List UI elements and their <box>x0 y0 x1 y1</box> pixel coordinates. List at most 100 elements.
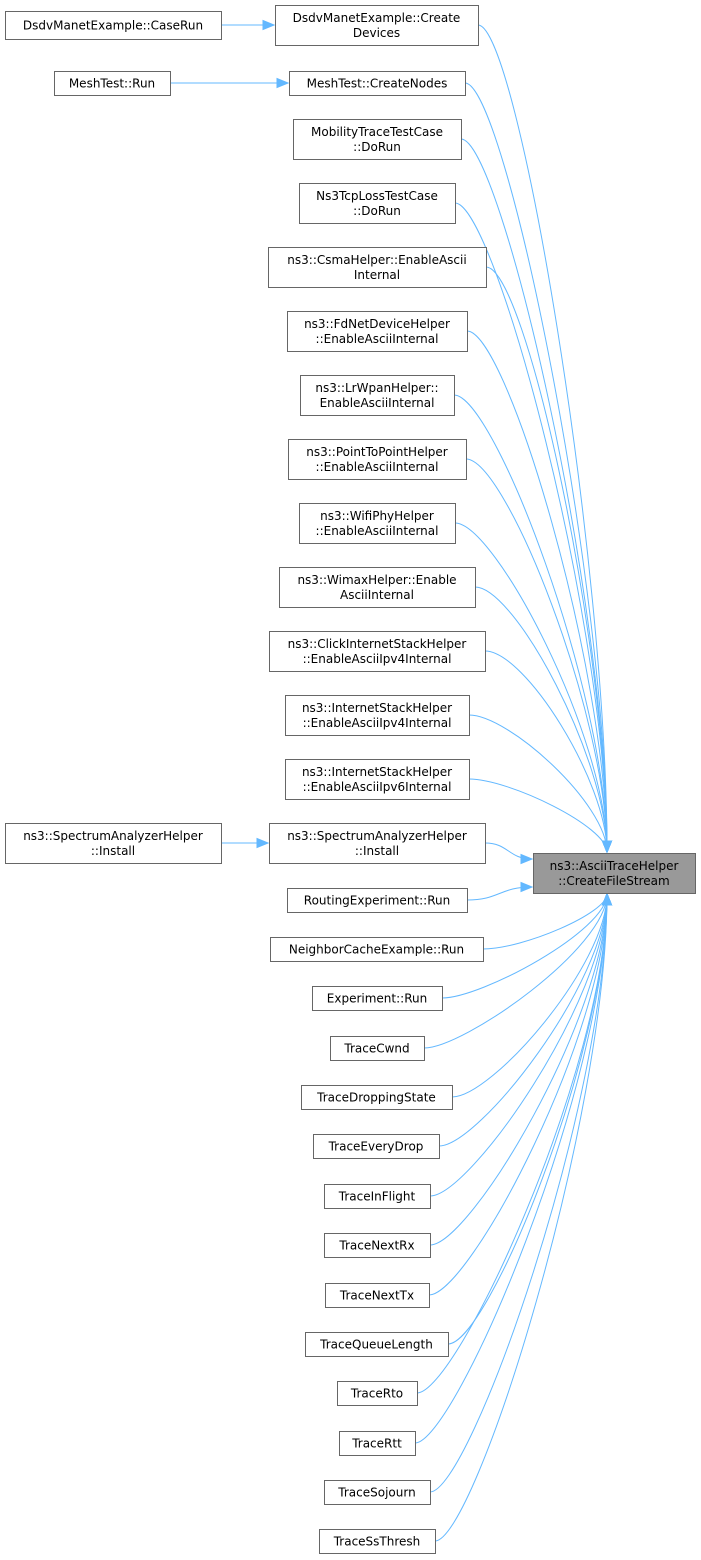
edges-layer <box>170 19 613 1542</box>
node-label-line: RoutingExperiment::Run <box>304 894 450 908</box>
node-label-line: Experiment::Run <box>327 992 427 1006</box>
edge-arrowhead <box>601 892 613 906</box>
node-box <box>269 631 486 672</box>
node-dsdvmanetexample-caserun[interactable]: DsdvManetExample::CaseRun <box>5 11 222 40</box>
node-tracequeuelength[interactable]: TraceQueueLength <box>305 1332 449 1357</box>
node-ns3-wimaxhelper-enableasciiinternal[interactable]: ns3::WimaxHelper::EnableAsciiInternal <box>279 567 476 608</box>
node-ns3tcplosstestcase-dorun[interactable]: Ns3TcpLossTestCase::DoRun <box>299 183 456 224</box>
edge-arrowhead <box>276 77 290 89</box>
node-label-line: Devices <box>353 26 400 40</box>
node-label-line: TraceInFlight <box>338 1190 416 1204</box>
node-box <box>285 759 470 800</box>
node-box <box>5 11 222 40</box>
node-tracerto[interactable]: TraceRto <box>337 1381 418 1406</box>
node-label-line: ns3::SpectrumAnalyzerHelper <box>287 829 467 843</box>
node-label-line: DsdvManetExample::CaseRun <box>23 19 203 33</box>
node-meshtest-createnodes[interactable]: MeshTest::CreateNodes <box>289 71 466 96</box>
node-label-line: TraceEveryDrop <box>328 1140 424 1154</box>
node-traceeverydrop[interactable]: TraceEveryDrop <box>313 1134 440 1159</box>
node-box <box>339 1431 416 1456</box>
edge-line <box>482 893 608 950</box>
node-tracenextrx[interactable]: TraceNextRx <box>324 1233 431 1258</box>
node-box <box>533 853 696 894</box>
node-traceinflight[interactable]: TraceInFlight <box>324 1184 431 1209</box>
node-ns3-pointtopointhelper-enableasciiinternal[interactable]: ns3::PointToPointHelper::EnableAsciiInte… <box>288 439 467 480</box>
edge-line <box>416 893 608 1394</box>
node-ns3-internetstackhelper-enableasciiipv4internal[interactable]: ns3::InternetStackHelper::EnableAsciiIpv… <box>285 695 470 736</box>
edge-line <box>477 24 608 853</box>
node-label-line: ns3::InternetStackHelper <box>302 765 452 779</box>
node-label-line: TraceSojourn <box>337 1486 415 1500</box>
edge-n26-to-target <box>414 892 613 1444</box>
node-ns3-wifiphyhelper-enableasciiinternal[interactable]: ns3::WifiPhyHelper::EnableAsciiInternal <box>299 503 456 544</box>
node-tracedroppingstate[interactable]: TraceDroppingState <box>301 1085 453 1110</box>
node-box <box>305 1332 449 1357</box>
node-ns3-internetstackhelper-enableasciiipv6internal[interactable]: ns3::InternetStackHelper::EnableAsciiIpv… <box>285 759 470 800</box>
node-box <box>293 119 462 160</box>
node-box <box>269 823 486 864</box>
node-ns3-asciitracehelper-createfilestream[interactable]: ns3::AsciiTraceHelper::CreateFileStream <box>533 853 696 894</box>
node-meshtest-run[interactable]: MeshTest::Run <box>54 71 171 96</box>
node-label-line: TraceNextRx <box>338 1239 414 1253</box>
edge-n12-to-target <box>468 714 613 854</box>
node-label-line: ::CreateFileStream <box>558 874 669 888</box>
node-label-line: TraceRtt <box>351 1437 402 1451</box>
node-label-line: ns3::WifiPhyHelper <box>320 509 434 523</box>
node-box <box>299 503 456 544</box>
edge-line <box>434 893 608 1542</box>
node-neighborcacheexample-run[interactable]: NeighborCacheExample::Run <box>270 937 484 962</box>
node-box <box>54 71 171 96</box>
edge-n9-to-target <box>454 522 613 854</box>
edge-line <box>451 893 608 1098</box>
node-box <box>289 71 466 96</box>
node-label-line: MobilityTraceTestCase <box>311 125 443 139</box>
node-tracecwnd[interactable]: TraceCwnd <box>330 1036 425 1061</box>
edge-line <box>414 893 608 1444</box>
node-box <box>275 5 479 46</box>
node-label-line: NeighborCacheExample::Run <box>289 943 464 957</box>
node-label-line: ns3::SpectrumAnalyzerHelper <box>23 829 203 843</box>
node-routingexperiment-run[interactable]: RoutingExperiment::Run <box>287 888 468 913</box>
edge-n2-to-target <box>464 82 613 854</box>
edge-n14-to-target <box>484 842 534 865</box>
node-label-line: AsciiInternal <box>340 588 414 602</box>
node-label-line: ns3::AsciiTraceHelper <box>550 859 679 873</box>
node-label-line: Ns3TcpLossTestCase <box>316 189 438 203</box>
node-label-line: ::EnableAsciiIpv4Internal <box>303 652 452 666</box>
edge-n28-to-target <box>434 892 613 1542</box>
edge-line <box>454 202 608 853</box>
edge-arrowhead <box>262 19 276 31</box>
node-tracertt[interactable]: TraceRtt <box>339 1431 416 1456</box>
edge-n15-to-target <box>466 881 534 901</box>
edge-n4-to-target <box>454 202 613 854</box>
node-label-line: ::Install <box>355 844 399 858</box>
node-box <box>312 986 443 1011</box>
node-box <box>324 1233 431 1258</box>
node-tracesojourn[interactable]: TraceSojourn <box>324 1480 431 1505</box>
node-ns3-lrwpanhelper-enableasciiinternal[interactable]: ns3::LrWpanHelper::EnableAsciiInternal <box>300 375 455 416</box>
node-tracessthresh[interactable]: TraceSsThresh <box>319 1529 436 1554</box>
node-ns3-fdnetdevicehelper-enableasciiinternal[interactable]: ns3::FdNetDeviceHelper::EnableAsciiInter… <box>287 311 468 352</box>
node-ns3-csmahelper-enableasciiinternal[interactable]: ns3::CsmaHelper::EnableAsciiInternal <box>268 247 487 288</box>
node-ns3-spectrumanalyzerhelper-install[interactable]: ns3::SpectrumAnalyzerHelper::Install <box>269 823 486 864</box>
node-label-line: ::EnableAsciiInternal <box>316 524 439 538</box>
node-label-line: ns3::WimaxHelper::Enable <box>297 573 456 587</box>
edge-line <box>465 458 608 853</box>
node-ns3-clickinternetstackhelper-enableasciiipv4internal[interactable]: ns3::ClickInternetStackHelper::EnableAsc… <box>269 631 486 672</box>
edge-n13-to-target <box>468 778 613 854</box>
node-label-line: ns3::InternetStackHelper <box>302 701 452 715</box>
edge-n25-to-target <box>416 892 613 1394</box>
edge-line <box>468 778 608 853</box>
edge-line <box>441 893 608 999</box>
node-label-line: TraceDroppingState <box>316 1091 436 1105</box>
node-experiment-run[interactable]: Experiment::Run <box>312 986 443 1011</box>
edge-line <box>485 266 608 853</box>
node-mobilitytracetestcase-dorun[interactable]: MobilityTraceTestCase::DoRun <box>293 119 462 160</box>
node-ns3-spectrumanalyzerhelper-install[interactable]: ns3::SpectrumAnalyzerHelper::Install <box>5 823 222 864</box>
edge-n20-to-target <box>438 892 613 1147</box>
node-label-line: ::EnableAsciiIpv6Internal <box>303 780 452 794</box>
edge-line <box>429 893 608 1246</box>
node-tracenexttx[interactable]: TraceNextTx <box>325 1283 430 1308</box>
edge-line <box>423 893 608 1049</box>
